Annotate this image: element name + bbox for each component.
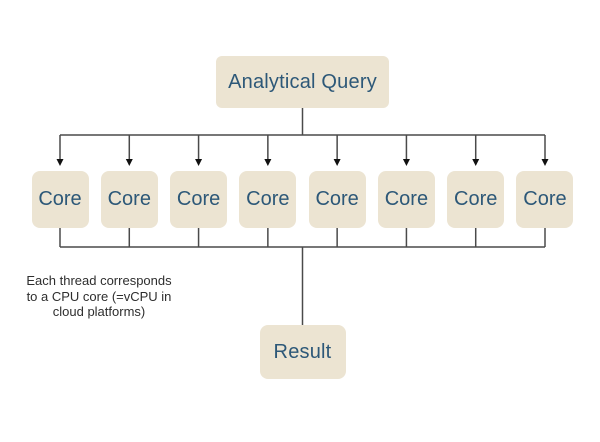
core-node: Core [239, 171, 297, 228]
node-analytical-query: Analytical Query [216, 56, 389, 108]
core-node: Core [377, 171, 435, 228]
core-node: Core [170, 171, 228, 228]
core-node: Core [100, 171, 158, 228]
core-node: Core [308, 171, 366, 228]
core-node: Core [447, 171, 505, 228]
core-node: Core [31, 171, 89, 228]
core-row: Core Core Core Core Core Core Core Core [31, 171, 574, 228]
annotation-line: to a CPU core (=vCPU in [26, 288, 172, 304]
annotation-note: Each thread corresponds to a CPU core (=… [18, 273, 180, 320]
annotation-line: cloud platforms) [52, 304, 146, 319]
annotation-line: Each thread corresponds [26, 273, 172, 288]
arrowhead-icons [56, 159, 549, 166]
core-node: Core [516, 171, 574, 228]
node-result: Result [259, 325, 346, 379]
connector-paths [59, 108, 546, 325]
